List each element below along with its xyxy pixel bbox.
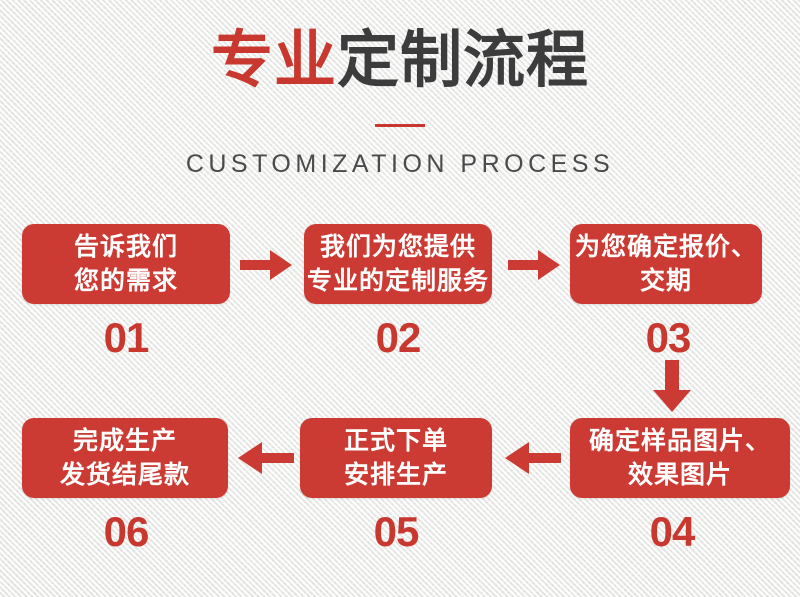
step-number-04: 04 [649, 508, 696, 555]
page-title-main: 定制流程 [337, 26, 590, 95]
step-box-03-line2: 交期 [639, 267, 692, 295]
arrow-left-04-to-05-icon [505, 440, 561, 476]
page-subtitle: CUSTOMIZATION PROCESS [185, 150, 615, 178]
step-box-01-line1: 告诉我们 [73, 233, 178, 261]
step-number-03: 03 [645, 314, 692, 361]
step-box-02[interactable]: 我们为您提供 专业的定制服务 [304, 224, 492, 304]
page-title-highlight: 专业 [210, 26, 337, 95]
step-box-06[interactable]: 完成生产 发货结尾款 [22, 418, 228, 498]
step-box-06-line1: 完成生产 [72, 427, 177, 455]
step-box-05-line1: 正式下单 [343, 427, 448, 455]
step-box-02-line2: 专业的定制服务 [306, 267, 489, 295]
arrow-down-03-to-04-icon [650, 360, 694, 412]
arrow-right-01-to-02-icon [240, 248, 292, 282]
step-box-01-line2: 您的需求 [73, 267, 178, 295]
step-box-05-line2: 安排生产 [343, 461, 448, 489]
arrow-right-02-to-03-icon [508, 248, 560, 282]
step-box-04[interactable]: 确定样品图片、 效果图片 [570, 418, 790, 498]
page-title: 专业定制流程 [0, 22, 800, 100]
step-box-05[interactable]: 正式下单 安排生产 [300, 418, 492, 498]
step-box-04-line1: 确定样品图片、 [588, 427, 771, 455]
step-box-02-line1: 我们为您提供 [319, 233, 476, 261]
step-box-01[interactable]: 告诉我们 您的需求 [22, 224, 230, 304]
step-box-03[interactable]: 为您确定报价、 交期 [570, 224, 762, 304]
step-number-05: 05 [373, 508, 420, 555]
arrow-left-05-to-06-icon [238, 440, 294, 476]
title-divider [375, 124, 425, 127]
step-number-01: 01 [103, 314, 150, 361]
step-number-06: 06 [103, 508, 150, 555]
step-number-02: 02 [375, 314, 422, 361]
step-box-03-line1: 为您确定报价、 [574, 233, 757, 261]
step-box-04-line2: 效果图片 [627, 461, 732, 489]
step-box-06-line2: 发货结尾款 [59, 461, 190, 489]
